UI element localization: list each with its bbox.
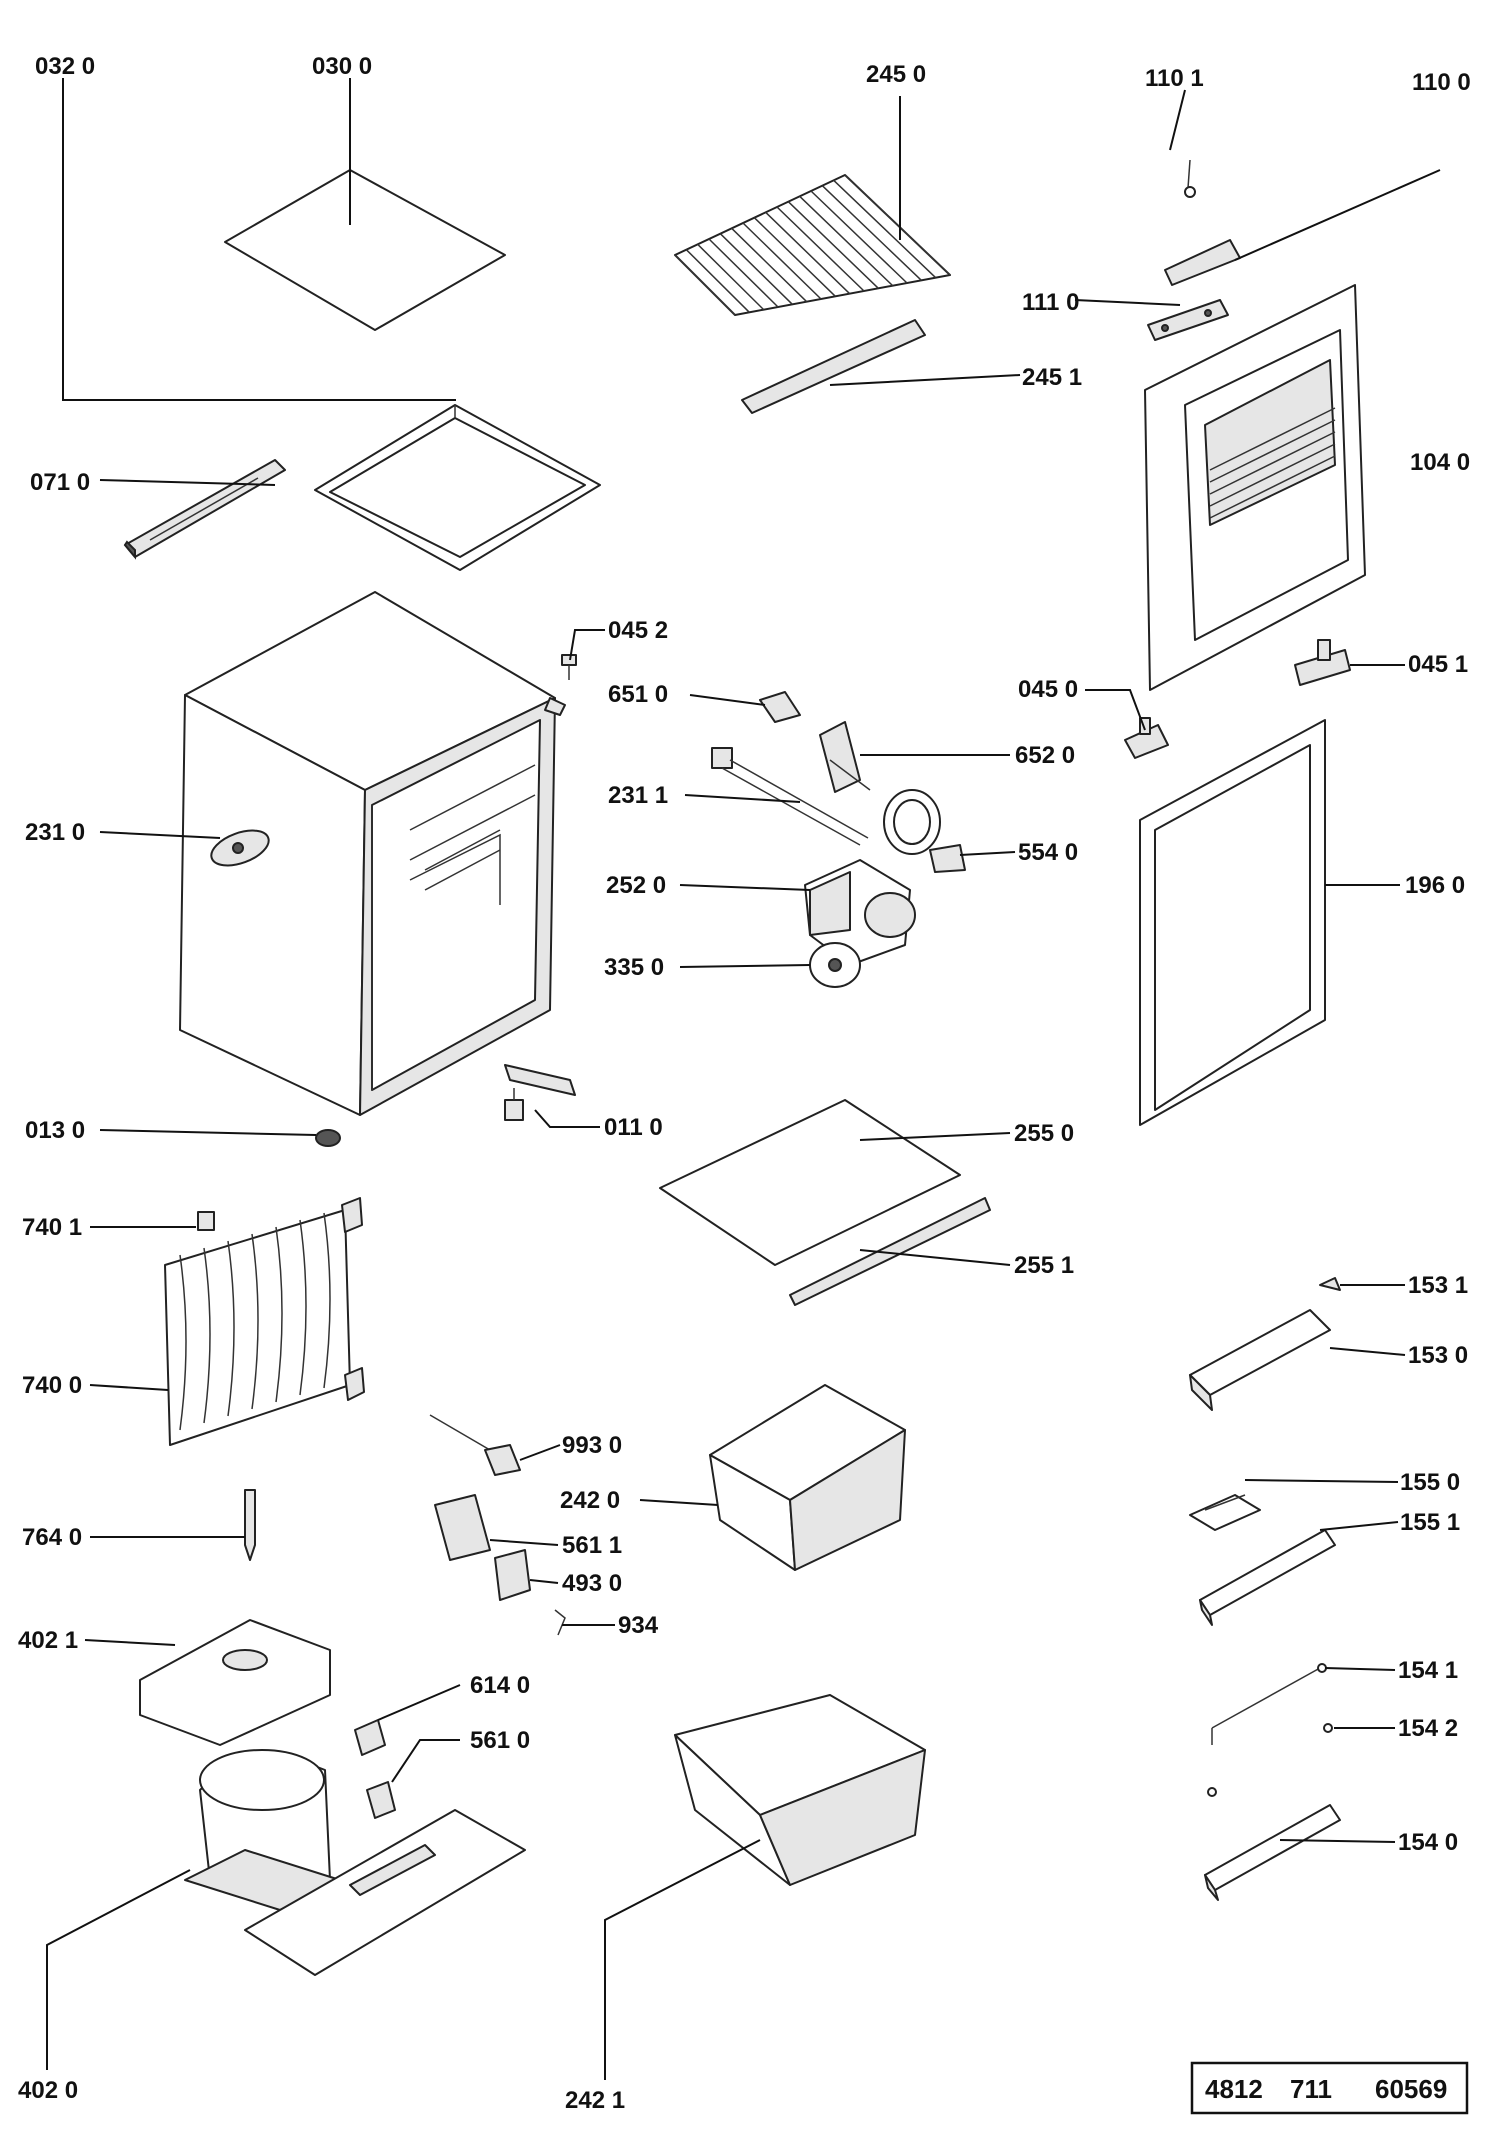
part-switch [819, 721, 871, 793]
part-thermostat-plate [210, 829, 270, 867]
part-relay-small [366, 1781, 396, 1819]
label-242-1: 242 1 [565, 2087, 625, 2114]
label-561-0: 561 0 [470, 1727, 530, 1754]
part-relay [434, 1494, 491, 1561]
part-connector [354, 1719, 386, 1756]
label-245-0: 245 0 [866, 61, 926, 88]
part-condenser-clip [197, 1211, 215, 1231]
label-255-1: 255 1 [1014, 1252, 1074, 1279]
part-leveling-foot [504, 1064, 576, 1121]
part-glass-trim [789, 1197, 991, 1306]
part-egg-tray [1189, 1494, 1261, 1531]
part-hinge-bushing [1124, 717, 1169, 759]
part-hinge-cover [1164, 239, 1241, 286]
part-knob [809, 942, 861, 988]
part-compressor-plate [244, 1809, 526, 1976]
label-402-1: 402 1 [18, 1627, 78, 1654]
document-number-box: 4812 711 60569 [1190, 2061, 1469, 2115]
label-071-0: 071 0 [30, 469, 90, 496]
label-493-0: 493 0 [562, 1570, 622, 1597]
label-242-0: 242 0 [560, 1487, 620, 1514]
label-155-0: 155 0 [1400, 1469, 1460, 1496]
label-196-0: 196 0 [1405, 872, 1465, 899]
part-butter-shelf [1189, 1309, 1331, 1411]
label-032-0: 032 0 [35, 53, 95, 80]
doc-number-suffix: 60569 [1375, 2074, 1447, 2104]
part-drawer [674, 1694, 926, 1886]
label-110-1: 110 1 [1145, 65, 1204, 92]
part-thermostat-rod [711, 747, 869, 846]
doc-number-middle: 711 [1290, 2074, 1332, 2104]
label-231-1: 231 1 [608, 782, 668, 809]
part-screw [561, 654, 577, 680]
label-554-0: 554 0 [1018, 839, 1078, 866]
label-231-0: 231 0 [25, 819, 85, 846]
leader-lines [46, 78, 1441, 2080]
part-hinge-strip [123, 459, 286, 560]
label-011-0: 011 0 [604, 1114, 663, 1141]
part-bottom-hinge [1294, 639, 1351, 686]
label-045-1: 045 1 [1408, 651, 1468, 678]
label-013-0: 013 0 [25, 1117, 85, 1144]
label-561-1: 561 1 [562, 1532, 622, 1559]
part-lamp-ring [883, 789, 966, 873]
part-lamp-holder [759, 691, 801, 723]
part-cable [429, 1414, 521, 1476]
label-255-0: 255 0 [1014, 1120, 1074, 1147]
part-hinge-pin [1184, 159, 1196, 198]
label-030-0: 030 0 [312, 53, 372, 80]
part-top-plate [224, 169, 506, 331]
part-crisper [709, 1384, 906, 1571]
label-154-1: 154 1 [1398, 1657, 1458, 1684]
part-shelf-frame [314, 404, 601, 571]
label-934: 934 [618, 1612, 659, 1639]
label-245-1: 245 1 [1022, 364, 1082, 391]
label-154-0: 154 0 [1398, 1829, 1458, 1856]
part-bottle-rack [1204, 1804, 1341, 1901]
part-hinge-plate [1147, 299, 1229, 341]
doc-number-prefix: 4812 [1205, 2074, 1263, 2104]
part-compressor [184, 1749, 341, 1911]
label-153-0: 153 0 [1408, 1342, 1468, 1369]
label-740-0: 740 0 [22, 1372, 82, 1399]
label-993-0: 993 0 [562, 1432, 622, 1459]
label-652-0: 652 0 [1015, 742, 1075, 769]
label-111-0: 111 0 [1022, 289, 1079, 316]
part-wire-shelf [674, 174, 951, 316]
label-402-0: 402 0 [18, 2077, 78, 2104]
label-764-0: 764 0 [22, 1524, 82, 1551]
label-110-0: 110 0 [1412, 69, 1471, 96]
label-651-0: 651 0 [608, 681, 668, 708]
part-shelf-clip [1319, 1277, 1341, 1291]
part-foot [315, 1129, 341, 1147]
part-bar-cap [1207, 1723, 1333, 1797]
part-condenser [164, 1197, 365, 1446]
part-door-tray [1199, 1529, 1336, 1626]
part-control-housing [804, 859, 916, 966]
part-clip [554, 1609, 566, 1636]
label-252-0: 252 0 [606, 872, 666, 899]
part-door [1144, 284, 1366, 691]
part-compressor-base [139, 1619, 331, 1746]
label-045-0: 045 0 [1018, 676, 1078, 703]
part-bar [1211, 1663, 1327, 1745]
label-740-1: 740 1 [22, 1214, 82, 1241]
label-335-0: 335 0 [604, 954, 664, 981]
label-153-1: 153 1 [1408, 1272, 1468, 1299]
label-154-2: 154 2 [1398, 1715, 1458, 1742]
part-pin [244, 1489, 256, 1561]
part-cabinet [179, 591, 566, 1116]
label-614-0: 614 0 [470, 1672, 530, 1699]
label-155-1: 155 1 [1400, 1509, 1460, 1536]
label-104-0: 104 0 [1410, 449, 1470, 476]
part-glass-shelf [659, 1099, 961, 1266]
label-045-2: 045 2 [608, 617, 668, 644]
part-door-gasket [1139, 719, 1326, 1126]
part-shelf-trim [741, 319, 926, 414]
part-labels: 032 0 030 0 245 0 110 1 110 0 111 0 245 … [18, 53, 1471, 2114]
part-overload [494, 1549, 531, 1601]
